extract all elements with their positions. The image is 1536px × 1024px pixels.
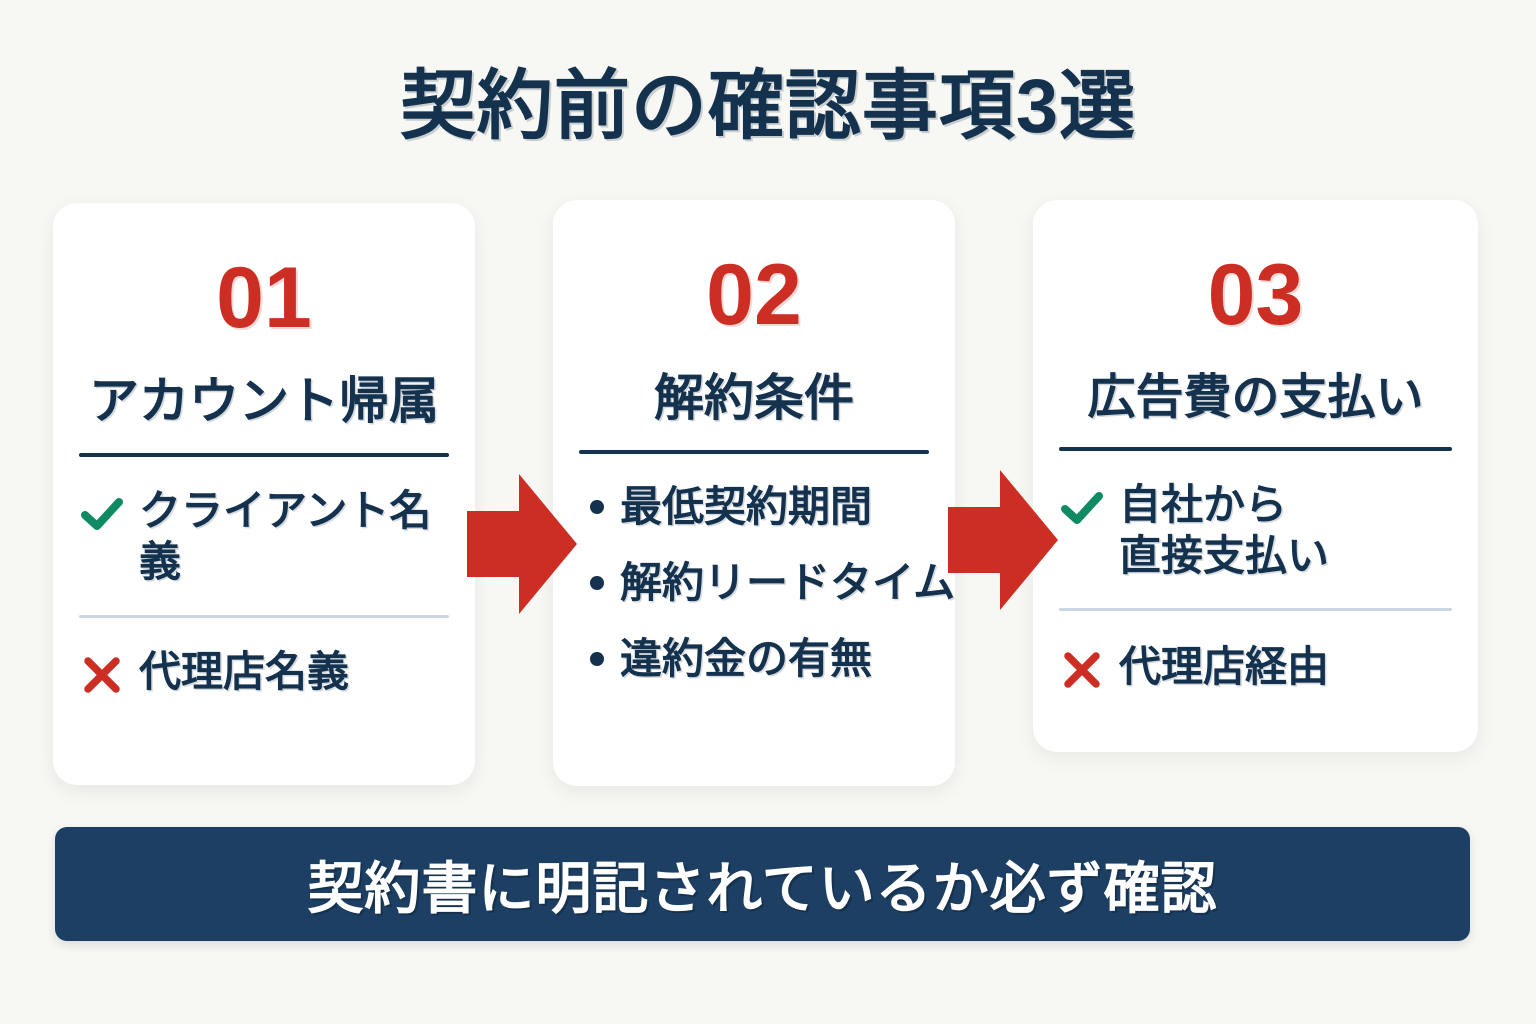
heading-rule <box>79 452 449 457</box>
list-item: 自社から 直接支払い <box>1059 479 1452 581</box>
list-item-label: 代理店経由 <box>1119 642 1330 690</box>
list-divider <box>79 614 449 618</box>
heading-rule <box>579 449 929 454</box>
list-item-label: 最低契約期間 <box>620 482 873 530</box>
card-number: 02 <box>706 247 802 343</box>
list-item-label: 解約リードタイム <box>620 558 956 606</box>
card-01: 01 アカウント帰属 クライアント名義 代理店名義 <box>53 203 475 785</box>
bottom-banner: 契約書に明記されているか必ず確認 <box>55 827 1470 941</box>
card-03: 03 広告費の支払い 自社から 直接支払い 代理店経由 <box>1033 200 1478 752</box>
card-heading: アカウント帰属 <box>89 373 439 429</box>
arrow-card2-to-card3-icon <box>948 470 1058 610</box>
card-heading: 広告費の支払い <box>1087 371 1424 424</box>
list-item: 代理店名義 <box>79 646 449 698</box>
card-02: 02 解約条件 最低契約期間 解約リードタイム 違約金の有無 <box>553 200 955 786</box>
list-item: クライアント名義 <box>79 485 449 587</box>
page-title: 契約前の確認事項3選 <box>399 64 1137 149</box>
cross-icon <box>1064 651 1100 688</box>
heading-rule <box>1059 447 1452 452</box>
list-divider <box>1059 607 1452 611</box>
list-item-label: 違約金の有無 <box>620 635 873 683</box>
cross-icon <box>84 657 120 693</box>
bullet-dot-icon <box>590 499 604 514</box>
list-item-label: 代理店名義 <box>139 647 350 695</box>
banner-label: 契約書に明記されているか必ず確認 <box>307 856 1218 920</box>
bullet-dot-icon <box>590 576 604 591</box>
list-item-label: 自社から 直接支払い <box>1119 481 1330 580</box>
list-item: 代理店経由 <box>1059 641 1452 693</box>
card-body: 自社から 直接支払い 代理店経由 <box>1059 479 1452 752</box>
list-item-label: クライアント名義 <box>139 486 432 585</box>
card-body: クライアント名義 代理店名義 <box>79 485 449 786</box>
list-item: 違約金の有無 <box>590 634 940 684</box>
list-item: 最低契約期間 <box>590 482 940 532</box>
bullet-dot-icon <box>590 652 604 667</box>
check-icon <box>1061 492 1103 525</box>
list-item: 解約リードタイム <box>590 558 955 608</box>
arrow-card1-to-card2-icon <box>467 474 577 614</box>
check-icon <box>81 497 123 530</box>
card-number: 03 <box>1207 247 1304 343</box>
card-number: 01 <box>216 250 312 346</box>
card-body: 最低契約期間 解約リードタイム 違約金の有無 <box>568 482 955 787</box>
card-heading: 解約条件 <box>654 370 854 426</box>
cards-row: 01 アカウント帰属 クライアント名義 代理店名義 02 解約条件 <box>0 200 1536 800</box>
